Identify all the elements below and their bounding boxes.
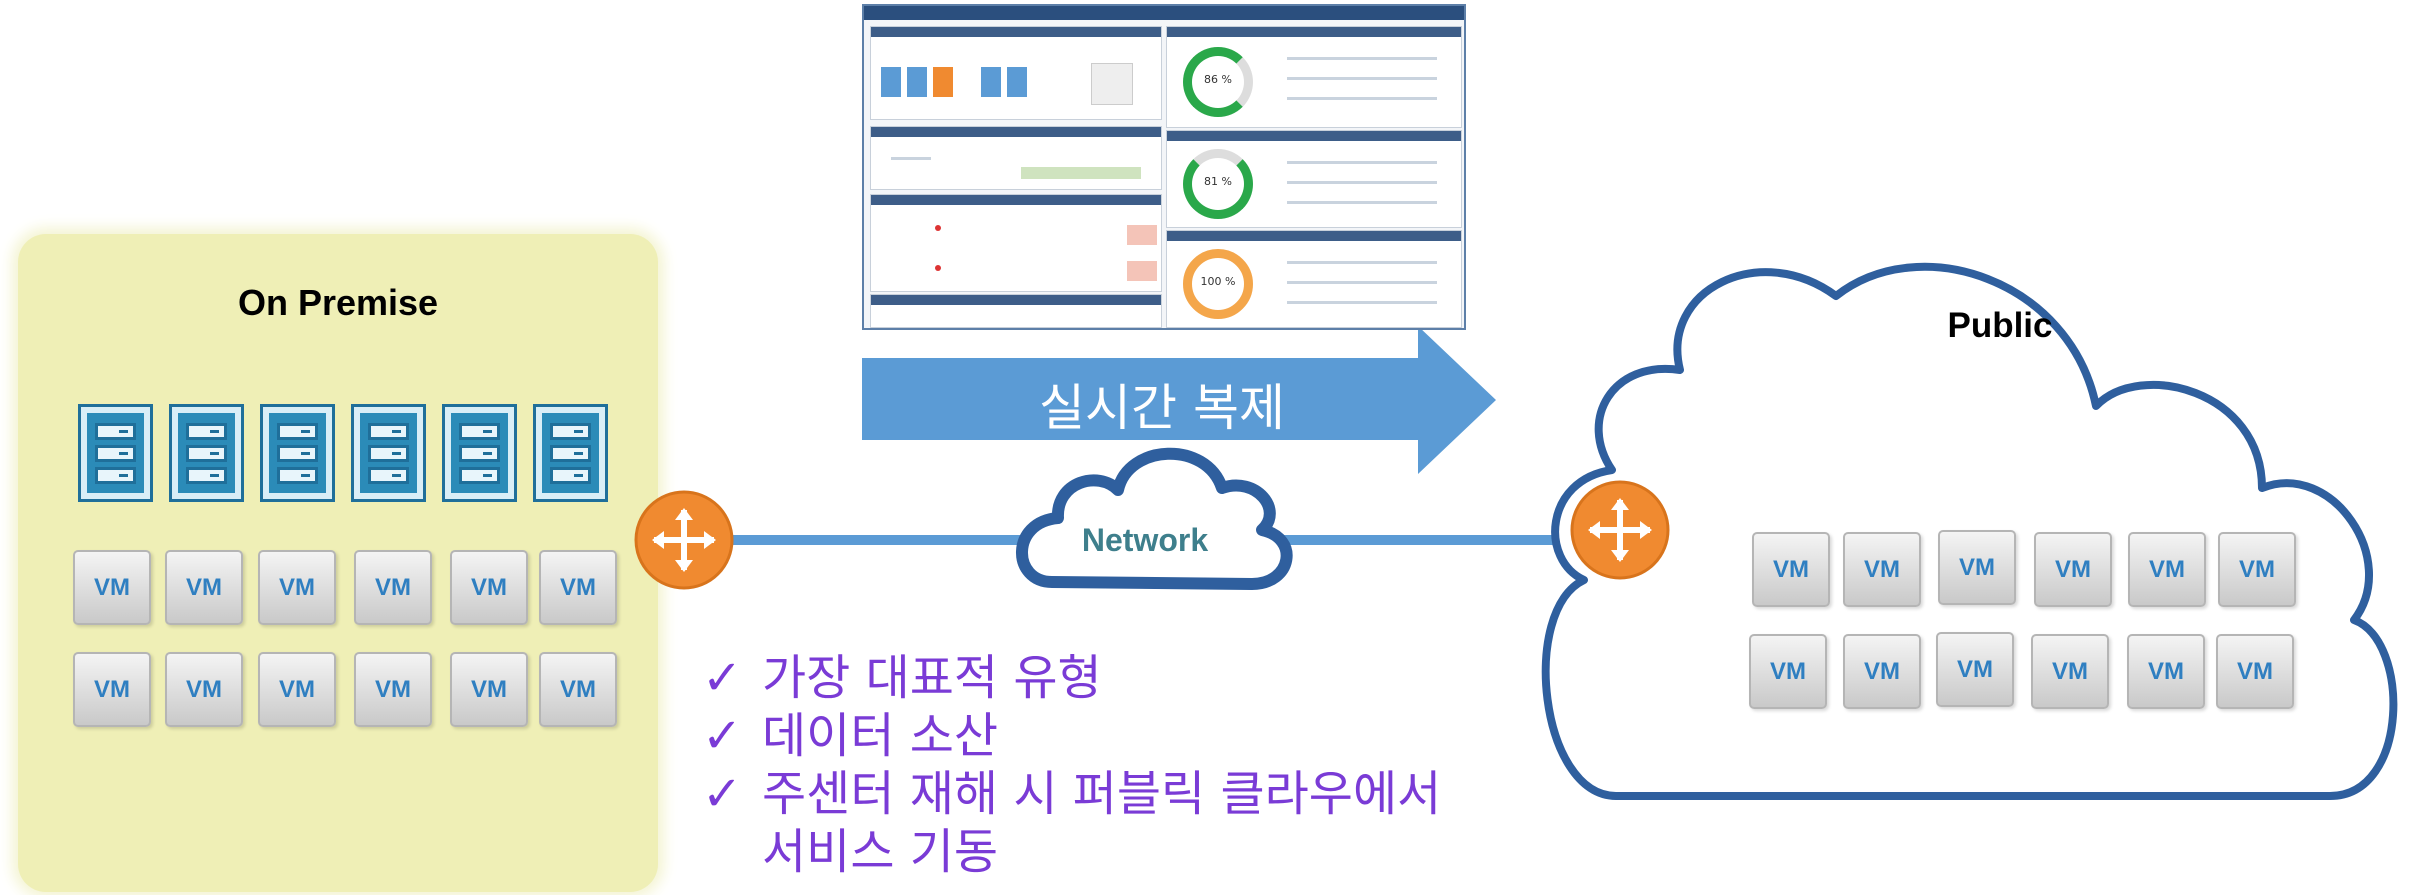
vm-box: VM — [2218, 532, 2296, 607]
vm-box: VM — [354, 550, 432, 625]
vm-box: VM — [165, 652, 243, 727]
server-icon — [351, 404, 426, 502]
vm-box: VM — [2031, 634, 2109, 709]
public-cloud-title: Public — [1947, 306, 2053, 345]
server-icon — [260, 404, 335, 502]
vm-box: VM — [2127, 634, 2205, 709]
router-icon-right — [1570, 480, 1670, 580]
vm-box: VM — [258, 652, 336, 727]
vm-box: VM — [73, 550, 151, 625]
console-panel — [870, 126, 1162, 190]
server-icon — [442, 404, 517, 502]
console-top-bar — [864, 6, 1464, 20]
server-icon — [533, 404, 608, 502]
console-panel — [870, 26, 1162, 120]
vm-box: VM — [1938, 530, 2016, 605]
vm-box: VM — [450, 550, 528, 625]
console-gauge-panel: 100 % — [1166, 230, 1462, 328]
vm-box: VM — [2034, 532, 2112, 607]
vm-box: VM — [1843, 532, 1921, 607]
server-icon — [78, 404, 153, 502]
vm-box: VM — [258, 550, 336, 625]
on-premise-title: On Premise — [237, 282, 439, 323]
server-rack-row — [78, 404, 618, 502]
vm-box: VM — [1843, 634, 1921, 709]
monitoring-console-screenshot: 86 % 81 % 100 % — [862, 4, 1466, 330]
server-icon — [169, 404, 244, 502]
replication-arrow — [862, 326, 1496, 474]
vm-box: VM — [73, 652, 151, 727]
vm-box: VM — [2128, 532, 2206, 607]
router-icon-left — [634, 490, 734, 590]
vm-box: VM — [354, 652, 432, 727]
bullet-item: ✓데이터 소산 — [702, 708, 999, 764]
check-icon: ✓ — [702, 650, 743, 706]
vm-box: VM — [1752, 532, 1830, 607]
console-gauge-panel: 81 % — [1166, 130, 1462, 228]
vm-box: VM — [539, 550, 617, 625]
check-icon: ✓ — [702, 766, 743, 822]
network-label: Network — [1081, 522, 1209, 558]
vm-box: VM — [2216, 634, 2294, 709]
vm-box: VM — [450, 652, 528, 727]
vm-box: VM — [1749, 634, 1827, 709]
network-cloud-icon — [1016, 447, 1293, 590]
vm-box: VM — [539, 652, 617, 727]
vm-box: VM — [1936, 632, 2014, 707]
console-gauge-panel: 86 % — [1166, 26, 1462, 128]
bullet-item: ✓주센터 재해 시 퍼블릭 클라우에서 — [702, 766, 1442, 822]
replication-label: 실시간 복제 — [1039, 379, 1285, 437]
bullet-item: ✓가장 대표적 유형 — [702, 650, 1102, 706]
check-icon: ✓ — [702, 708, 743, 764]
bullet-item: 서비스 기동 — [762, 824, 999, 880]
vm-box: VM — [165, 550, 243, 625]
console-panel — [870, 294, 1162, 328]
console-panel — [870, 194, 1162, 292]
